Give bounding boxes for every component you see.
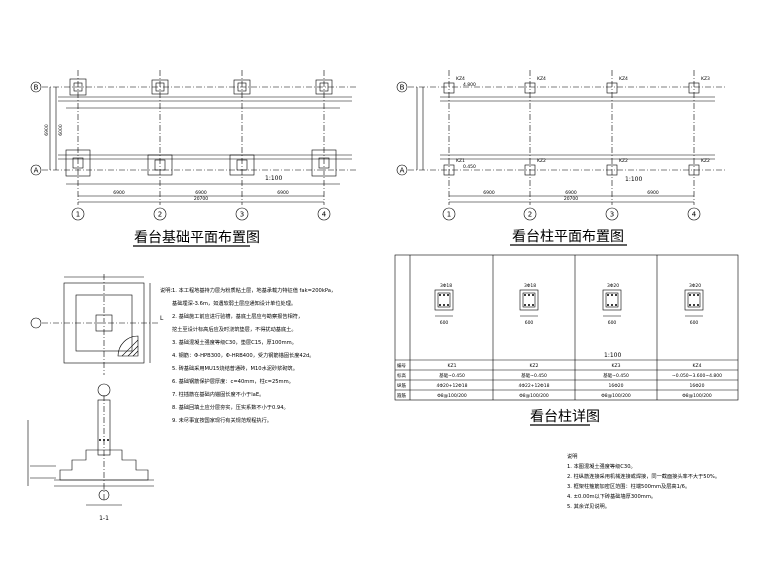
note-line: 2. 基础施工前应进行验槽，基底土层应与勘察报告相符， [172,312,303,320]
cell-elev-3: 基础~0.450 [603,372,629,379]
plan1-row-b: B [34,84,39,92]
row-label-id: 编号 [397,362,406,369]
column-plan [396,70,725,246]
cell-bars-1: 4Φ20+12Φ18 [437,383,468,389]
plan1-span-1: 6900 [113,190,125,196]
plan2-col-2: 2 [528,211,532,219]
notes2-line: 5. 其余详见说明。 [567,502,610,510]
plan1-row-a: A [34,167,39,175]
plan2-tag-top-1: KZ4 [456,76,465,82]
row-label-stirrups: 箍筋 [397,392,406,399]
plan1-col-3: 3 [240,211,244,219]
bar-label-1: 3Φ18 [440,283,452,289]
row-label-elev: 标高 [397,372,406,379]
plan1-span-3: 6900 [277,190,289,196]
note-line: 基础埋深-3.6m，如遇软弱土层应通知设计单位处理。 [172,299,296,307]
notes2-line: 3. 框架柱箍筋加密区范围：柱端500mm及层高1/6。 [567,482,690,490]
plan2-tag-bottom-1: KZ1 [456,158,465,164]
note-line: 6. 基础钢筋保护层厚度：c=40mm，柱c=25mm。 [172,377,294,385]
plan2-elev-bottom: 0.450 [463,164,476,170]
note-line: 4. 钢筋：Φ-HPB300，Φ-HRB400，受力钢筋锚固长度42d。 [172,351,314,359]
plan1-scale: 1:100 [265,175,282,182]
note-line: 8. 基础回填土应分层夯实，压实系数不小于0.94。 [172,403,289,411]
cell-elev-4: ~0.050~3.600~4.800 [672,373,722,379]
plan2-tag-bottom-2: KZ2 [537,158,546,164]
foundation-detail [27,274,160,506]
notes2-heading: 说明 [567,452,577,460]
section-label: 1-1 [99,515,109,522]
detail-label-l: L [160,315,164,322]
note-line: 1. 本工程地基持力层为粉质粘土层，地基承载力特征值 fak=200kPa， [172,286,336,294]
plan2-row-b: B [400,84,405,92]
plan2-total-dim: 20700 [564,196,578,202]
cell-id-4: KZ4 [693,363,702,369]
plan2-span-3: 6900 [647,190,659,196]
plan2-title: 看台柱平面布置图 [512,229,624,245]
foundation-plan [30,70,356,247]
plan2-span-2: 6900 [565,190,577,196]
dim-1: 600 [440,320,449,326]
plan1-col-1: 1 [76,211,80,219]
dim-2: 600 [525,320,534,326]
plan1-row-dim-total: 6900 [44,124,50,136]
cell-stirrup-1: Φ8@100/200 [437,393,467,399]
plan2-tag-top-2: KZ4 [537,76,546,82]
bar-label-3: 3Φ20 [607,283,619,289]
cell-elev-1: 基础~0.450 [439,372,465,379]
bar-label-4: 3Φ20 [689,283,701,289]
plan2-scale: 1:100 [625,176,642,183]
note-line: 3. 基础混凝土强度等级C30，垫层C15，厚100mm。 [172,338,297,346]
plan2-col-4: 4 [692,211,697,219]
cell-bars-2: 4Φ22+12Φ18 [519,383,550,389]
note-line: 7. 柱插筋在基础内锚固长度不小于laE。 [172,390,264,398]
cell-bars-3: 16Φ20 [609,383,624,389]
cell-id-1: KZ1 [448,363,457,369]
row-label-bars: 纵筋 [397,382,406,389]
plan2-tag-bottom-4: KZ2 [701,158,710,164]
plan2-row-a: A [400,167,405,175]
plan2-tag-bottom-3: KZ2 [619,158,628,164]
table-title: 看台柱详图 [530,409,600,425]
plan1-row-dim-part: 6000 [58,124,64,136]
notes-heading: 说明： [160,286,176,294]
bar-label-2: 3Φ18 [524,283,536,289]
cell-id-3: KZ3 [612,363,621,369]
plan1-col-4: 4 [322,211,327,219]
note-line: 9. 未尽事宜按国家现行有关规范规程执行。 [172,416,272,424]
rebar-dots [99,294,699,441]
notes2-block: 说明 1. 本图混凝土强度等级C30。 2. 柱纵筋连接采用机械连接或焊接，同一… [567,452,720,510]
column-table [394,254,739,426]
notes-block: 说明： 1. 本工程地基持力层为粉质粘土层，地基承载力特征值 fak=200kP… [160,286,336,424]
notes2-line: 1. 本图混凝土强度等级C30。 [567,462,636,470]
plan2-elev-top: 4.800 [463,82,476,88]
plan1-title: 看台基础平面布置图 [134,229,260,246]
notes2-line: 2. 柱纵筋连接采用机械连接或焊接，同一截面接头率不大于50%。 [567,472,720,480]
cell-stirrup-2: Φ8@100/200 [519,393,549,399]
cell-stirrup-3: Φ8@100/200 [601,393,631,399]
table-scale: 1:100 [604,352,621,359]
note-line: 挖土至设计标高后应及时浇筑垫层，不得扰动基底土。 [172,325,297,333]
plan2-tag-top-3: KZ4 [619,76,628,82]
plan1-total-dim: 20700 [194,196,208,202]
notes2-line: 4. ±0.00m以下砖基础墙厚300mm。 [567,492,656,500]
cell-bars-4: 16Φ20 [690,383,705,389]
cell-stirrup-4: Φ8@100/200 [682,393,712,399]
cell-elev-2: 基础~0.450 [521,372,547,379]
dim-4: 600 [690,320,699,326]
plan1-col-2: 2 [158,211,162,219]
cell-id-2: KZ2 [530,363,539,369]
plan2-span-1: 6900 [483,190,495,196]
plan2-tag-top-4: KZ3 [701,76,710,82]
note-line: 5. 砖基础采用MU15烧结普通砖，M10水泥砂浆砌筑。 [172,364,298,372]
plan1-span-2: 6900 [195,190,207,196]
plan2-col-3: 3 [610,211,614,219]
dim-3: 600 [608,320,617,326]
plan2-col-1: 1 [447,211,451,219]
